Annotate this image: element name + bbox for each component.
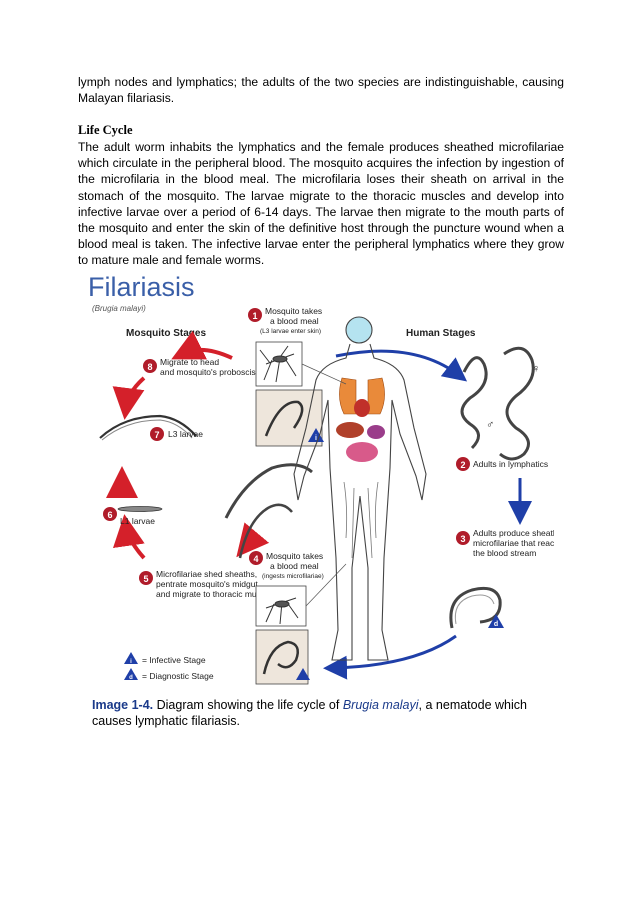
step-1-line2: a blood meal: [270, 316, 319, 326]
step-1-marker: [248, 308, 262, 322]
step-3-marker: [456, 531, 470, 545]
step-6-number: 6: [107, 510, 112, 520]
arrow-mosquito-5-6: [112, 514, 146, 560]
female-symbol: ♀: [532, 363, 540, 375]
mosquito-icon-bottom: [265, 597, 299, 625]
legend-diagnostic-symbol: d: [129, 675, 133, 681]
step-6-label: L1 larvae: [120, 516, 155, 526]
step-2-number: 2: [460, 460, 465, 470]
male-symbol: ♂: [486, 419, 494, 431]
step-8-marker: [143, 359, 157, 373]
step-3-line1: Adults produce sheathed: [473, 528, 554, 538]
step-6-marker: [103, 507, 117, 521]
mosquito-stages-label: Mosquito Stages: [126, 328, 206, 339]
step-4-line3: (ingests microfilariae): [262, 573, 324, 580]
adult-worm-male: [460, 356, 488, 450]
step-3-line2: microfilariae that reach: [473, 538, 554, 548]
infective-stage-icon-top: [308, 428, 324, 442]
adult-worm-female: [499, 346, 535, 461]
sheathed-microfilaria-sheath: [454, 594, 495, 625]
diagnostic-stage-icon-right: [488, 614, 504, 628]
filariasis-life-cycle-diagram: Filariasis (Brugia malayi) Mosquito Stag…: [88, 272, 554, 685]
connector-line-bottom: [305, 563, 347, 607]
step-8-line2: and mosquito's proboscis: [160, 367, 256, 377]
l3-larva-skin-image: [264, 400, 304, 437]
step-8-line1: Migrate to head: [160, 357, 219, 367]
legend-diagnostic-icon: [124, 668, 138, 680]
microfilaria-image-2: [238, 503, 293, 559]
caption-text-before: Diagram showing the life cycle of: [153, 698, 343, 712]
mosquito-icon-top: [259, 345, 297, 383]
legend-diagnostic-label: = Diagnostic Stage: [142, 671, 214, 681]
diagnostic-symbol-right: d: [494, 621, 498, 628]
lymphatics-network: [343, 481, 379, 559]
step-2-label: Adults in lymphatics: [473, 459, 548, 469]
lungs-organ: [339, 377, 385, 415]
caption-text-after: , a nematode which causes lymphatic fila…: [92, 698, 527, 728]
l3-larva-image-inner: [101, 419, 193, 441]
arrow-human-top: [335, 349, 468, 382]
intro-paragraph: lymph nodes and lymphatics; the adults o…: [78, 75, 564, 106]
step-1-line1: Mosquito takes: [265, 306, 322, 316]
step-4-number: 4: [253, 554, 258, 564]
figure-subtitle: (Brugia malayi): [92, 304, 146, 313]
arrow-mosquito-8-7: [112, 376, 146, 420]
human-stages-label: Human Stages: [406, 328, 476, 339]
l3-larva-image: [99, 414, 197, 439]
step-4-marker: [249, 551, 263, 565]
step-7-label: L3 larvae: [168, 429, 203, 439]
step-5-line3: and migrate to thoracic muscles: [156, 589, 276, 599]
step-8-number: 8: [147, 362, 152, 372]
caption-label: Image 1-4.: [92, 698, 154, 712]
arrow-mosquito-4-5: [236, 522, 270, 558]
step-7-marker: [150, 427, 164, 441]
step-1-number: 1: [252, 311, 257, 321]
section-heading-life-cycle: Life Cycle: [78, 123, 133, 137]
l1-larva-image: [117, 506, 163, 512]
step-7-number: 7: [154, 430, 159, 440]
larva-panel-top: [255, 389, 323, 447]
step-5-line1: Microfilariae shed sheaths,: [156, 569, 257, 579]
microfilaria-blood-image: [262, 640, 299, 675]
legend-infective-icon: [124, 652, 138, 664]
step-4-line2: a blood meal: [270, 561, 319, 571]
step-5-marker: [139, 571, 153, 585]
step-1-line3: (L3 larvae enter skin): [260, 328, 321, 335]
step-4-line1: Mosquito takes: [266, 551, 323, 561]
human-body-figure: [293, 316, 427, 661]
legend-infective-label: = Infective Stage: [142, 655, 206, 665]
life-cycle-paragraph: The adult worm inhabits the lymphatics a…: [78, 140, 564, 268]
step-5-line2: pentrate mosquito's midgut,: [156, 579, 260, 589]
microfilaria-image-1: [224, 463, 313, 519]
diagnostic-stage-icon-bottom: [296, 668, 310, 680]
step-5-number: 5: [143, 574, 148, 584]
intestines-organ: [346, 442, 378, 462]
caption-species: Brugia malayi: [342, 698, 419, 712]
stomach-organ: [367, 425, 385, 439]
step-3-line3: the blood stream: [473, 548, 536, 558]
figure-title: Filariasis: [88, 272, 195, 302]
heart-organ: [354, 399, 370, 417]
liver-organ: [336, 422, 364, 438]
infective-symbol-top: i: [315, 435, 317, 442]
mosquito-panel-bottom: [255, 585, 307, 627]
arrow-mosquito-top: [171, 330, 233, 360]
step-3-number: 3: [460, 534, 465, 544]
legend-infective-symbol: i: [130, 659, 132, 665]
step-2-marker: [456, 457, 470, 471]
connector-line-top: [301, 363, 347, 385]
figure-caption: Image 1-4. Diagram showing the life cycl…: [92, 697, 562, 729]
arrow-human-bottom: [323, 634, 457, 680]
